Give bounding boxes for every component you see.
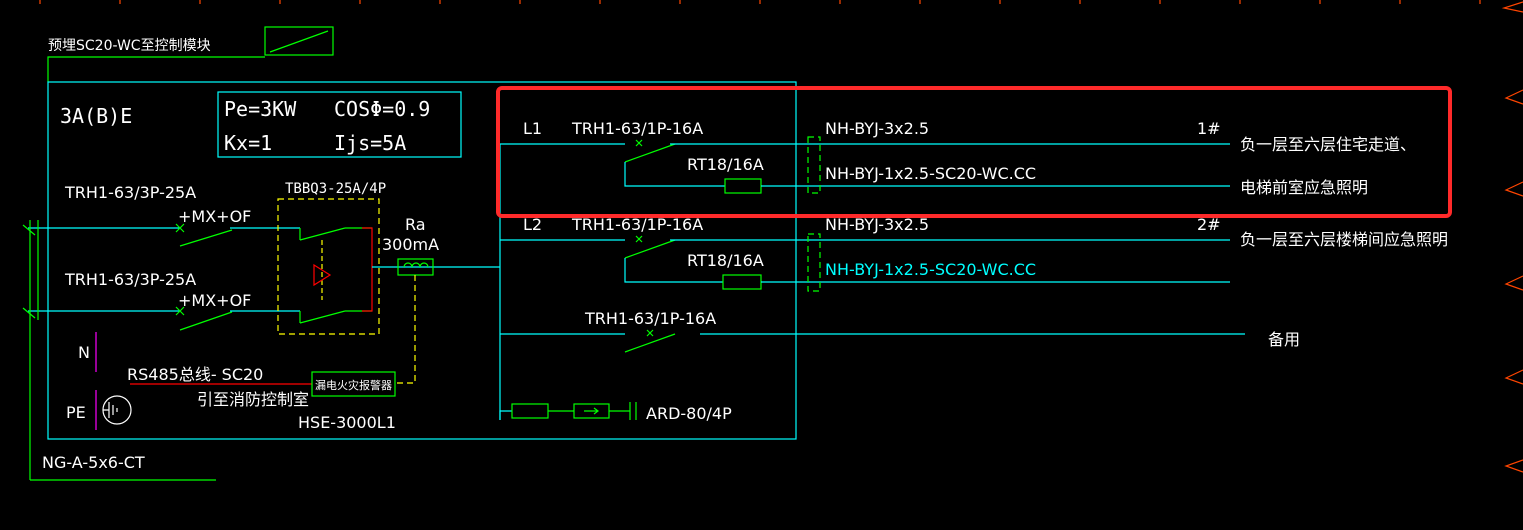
breaker-switch-icon (624, 235, 676, 259)
to-fire-room-label: 引至消防控制室 (197, 390, 309, 409)
pe-label: PE (66, 403, 86, 422)
breaker-switch-icon (175, 223, 233, 247)
rcd-label-1: Ra (405, 215, 426, 234)
panel-id: 3A(B)E (60, 104, 132, 128)
ijs-value: Ijs=5A (334, 131, 406, 155)
control-wire (47, 56, 265, 82)
circuit-desc-1a: 负一层至六层住宅走道、 (1240, 135, 1416, 154)
highlight-box (496, 86, 1452, 218)
incoming-feeder-1 (22, 223, 300, 247)
right-edge-marks (1501, 1, 1523, 473)
circuit-desc-2: 负一层至六层楼梯间应急照明 (1240, 230, 1448, 249)
breaker-switch-icon (175, 306, 233, 331)
breaker-switch-icon (624, 139, 676, 163)
in-aux-2-label: +MX+OF (178, 291, 251, 310)
hse-label: HSE-3000L1 (298, 413, 396, 432)
in-aux-1-label: +MX+OF (178, 207, 251, 226)
l2-breaker-label: TRH1-63/1P-16A (571, 215, 703, 234)
l2-fuse-label: RT18/16A (687, 251, 764, 270)
panel-enclosure (47, 81, 797, 440)
pe-value: Pe=3KW (224, 97, 297, 121)
l2-label: L2 (523, 215, 542, 234)
ats-box (277, 198, 380, 335)
l1-cable-a: NH-BYJ-3x2.5 (825, 119, 929, 138)
spare-breaker-label: TRH1-63/1P-16A (584, 309, 716, 328)
leak-alarm-module (311, 371, 396, 397)
circuit-num-2: 2# (1197, 215, 1221, 234)
in-breaker-2-label: TRH1-63/3P-25A (64, 270, 196, 289)
l1-fuse-label: RT18/16A (687, 155, 764, 174)
parameter-box (217, 91, 462, 158)
embed-note-label: 预埋SC20-WC至控制模块 (48, 38, 211, 54)
control-module-box (264, 26, 334, 56)
fuse-icon (511, 403, 549, 419)
circuit-num-1: 1# (1197, 119, 1221, 138)
circuit-desc-1b: 电梯前室应急照明 (1240, 178, 1368, 197)
kx-value: Kx=1 (224, 131, 272, 155)
top-edge-marks (39, 0, 1481, 4)
spare-label: 备用 (1268, 330, 1300, 349)
l1-label: L1 (523, 119, 542, 138)
leak-module-label: 漏电火灾报警器 (315, 378, 392, 392)
ground-symbol-icon (102, 395, 132, 425)
l1-breaker-label: TRH1-63/1P-16A (571, 119, 703, 138)
l2-cable-a: NH-BYJ-3x2.5 (825, 215, 929, 234)
breaker-switch-icon (624, 329, 676, 353)
in-breaker-1-label: TRH1-63/3P-25A (64, 183, 196, 202)
l2-cable-b: NH-BYJ-1x2.5-SC20-WC.CC (825, 260, 1036, 279)
fuse-icon (722, 274, 762, 290)
rs485-label: RS485总线- SC20 (127, 365, 263, 384)
cos-value: COSΦ=0.9 (334, 97, 430, 121)
incoming-feeder-2 (22, 306, 300, 331)
incoming-cable-label: NG-A-5x6-CT (42, 453, 145, 472)
rcd-label-2: 300mA (382, 235, 439, 254)
l1-cable-b: NH-BYJ-1x2.5-SC20-WC.CC (825, 164, 1036, 183)
n-label: N (78, 343, 90, 362)
ard-label: ARD-80/4P (646, 404, 732, 423)
ats-label: TBBQ3-25A/4P (285, 181, 386, 197)
ats-indicator-icon (313, 263, 332, 287)
fuse-icon (724, 178, 762, 194)
